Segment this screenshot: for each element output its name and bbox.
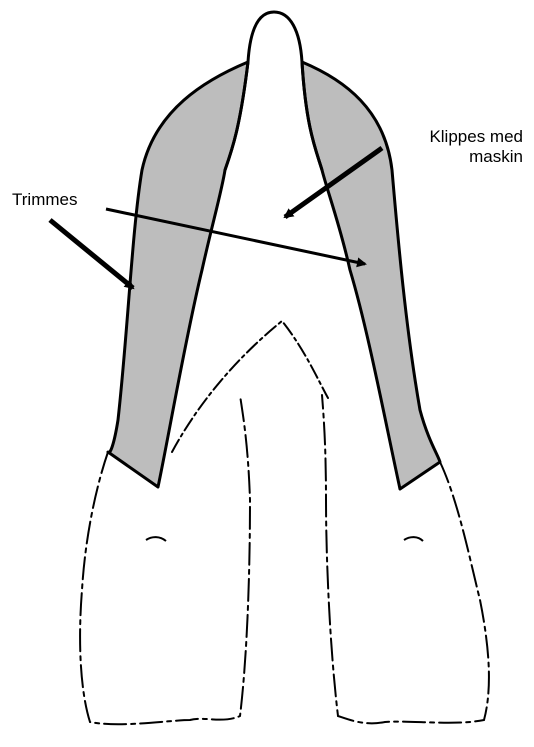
right-paw-mark: [404, 537, 423, 541]
chest-v-outline: [172, 321, 328, 452]
arrow-trimmes-left: [50, 220, 133, 288]
right-trim-region: [302, 62, 440, 489]
clip-label-line2: maskin: [429, 147, 523, 167]
clip-label: Klippes med maskin: [429, 127, 523, 167]
left-paw-mark: [146, 537, 166, 541]
trim-label: Trimmes: [12, 190, 77, 210]
left-trim-region: [108, 62, 248, 487]
clip-label-line1: Klippes med: [429, 127, 523, 147]
